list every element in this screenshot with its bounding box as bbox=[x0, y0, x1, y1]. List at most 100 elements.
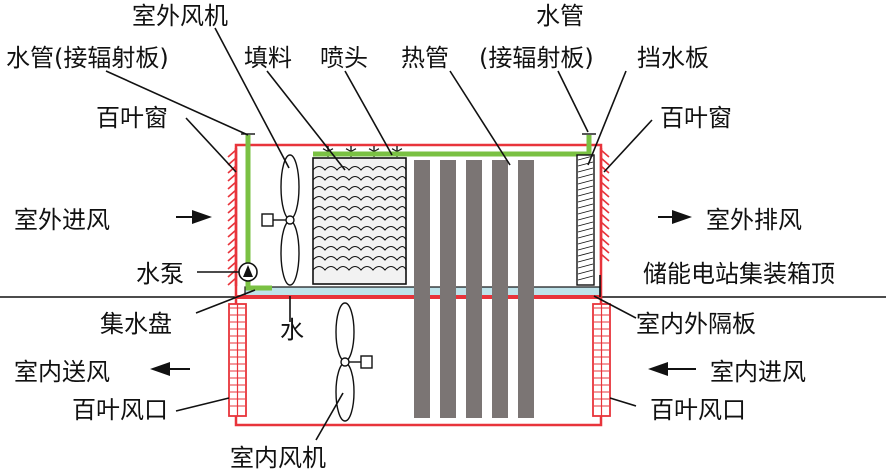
label-outdoor-fan: 室外风机 bbox=[132, 2, 228, 30]
louver-slat bbox=[600, 245, 610, 254]
louver-slat bbox=[227, 237, 237, 246]
baffle-hatch bbox=[577, 239, 594, 245]
louver-slat bbox=[600, 221, 610, 230]
pump-icon bbox=[238, 262, 258, 282]
label-water-tray: 集水盘 bbox=[100, 310, 172, 338]
label-outdoor-air-out: 室外排风 bbox=[706, 206, 802, 234]
baffle-hatch bbox=[577, 185, 594, 191]
louver-slat bbox=[227, 205, 237, 214]
grille-left bbox=[228, 303, 247, 417]
louver-slat bbox=[600, 253, 610, 262]
baffle-hatch bbox=[577, 251, 594, 257]
louver-slat bbox=[227, 181, 237, 190]
louver-slat bbox=[227, 269, 237, 278]
packing-wave bbox=[312, 205, 407, 211]
louver-slat bbox=[227, 245, 237, 254]
baffle-hatch bbox=[577, 197, 594, 203]
packing-wave bbox=[312, 195, 407, 201]
louver-slat bbox=[227, 229, 237, 238]
baffle-hatch bbox=[577, 161, 594, 167]
baffle-hatch bbox=[577, 203, 594, 209]
baffle-hatch bbox=[577, 191, 594, 197]
baffle-hatch bbox=[577, 155, 594, 161]
louver-right bbox=[599, 148, 610, 262]
arrow-right-icon bbox=[658, 210, 692, 224]
packing-wave bbox=[312, 215, 407, 221]
indoor-motor-icon bbox=[360, 355, 373, 369]
louver-slat bbox=[600, 165, 610, 174]
label-water-pipe-left: 水管(接辐射板) bbox=[6, 44, 169, 72]
label-nozzle: 喷头 bbox=[320, 44, 368, 72]
louver-slat bbox=[600, 157, 610, 166]
packing-wave bbox=[312, 255, 407, 261]
label-indoor-supply: 室内送风 bbox=[14, 358, 110, 386]
grille-right bbox=[592, 303, 611, 417]
packing-wave bbox=[312, 225, 407, 231]
louver-slat bbox=[600, 213, 610, 222]
packing-wave bbox=[312, 175, 407, 181]
louver-slat bbox=[227, 221, 237, 230]
baffle-hatch bbox=[577, 269, 594, 275]
louver-slat bbox=[600, 237, 610, 246]
heat-pipes bbox=[414, 160, 534, 418]
label-pump: 水泵 bbox=[136, 260, 184, 288]
louver-slat bbox=[227, 253, 237, 262]
louver-slat bbox=[227, 277, 237, 286]
arrow-left-icon bbox=[150, 362, 190, 376]
outdoor-fan-icon bbox=[261, 154, 300, 286]
baffle-hatch bbox=[577, 221, 594, 227]
packing-wave bbox=[312, 165, 407, 171]
louver-slat bbox=[600, 197, 610, 206]
label-partition: 室内外隔板 bbox=[636, 310, 756, 338]
louver-slat bbox=[227, 173, 237, 182]
label-grille-left: 百叶风口 bbox=[72, 396, 168, 424]
baffle-hatch bbox=[577, 179, 594, 185]
label-indoor-fan: 室内风机 bbox=[230, 444, 326, 471]
label-water-pipe-right-1: 水管 bbox=[536, 2, 584, 30]
label-louver-left: 百叶窗 bbox=[96, 104, 168, 132]
label-indoor-return: 室内进风 bbox=[710, 358, 806, 386]
baffle-hatch bbox=[577, 245, 594, 251]
louver-slat bbox=[227, 149, 237, 158]
outdoor-motor-icon bbox=[261, 213, 274, 227]
baffle-hatch bbox=[577, 173, 594, 179]
baffle-hatch bbox=[577, 209, 594, 215]
packing-wave bbox=[312, 265, 407, 271]
label-container-top: 储能电站集装箱顶 bbox=[643, 260, 835, 288]
baffle-hatch bbox=[577, 275, 594, 281]
louver-slat bbox=[227, 261, 237, 270]
packing-wave bbox=[312, 235, 407, 241]
label-outdoor-air-in: 室外进风 bbox=[14, 206, 110, 234]
packing-wave bbox=[312, 185, 407, 191]
baffle-hatch bbox=[577, 227, 594, 233]
baffle-hatch bbox=[577, 167, 594, 173]
louver-slat bbox=[600, 229, 610, 238]
louver-slat bbox=[227, 213, 237, 222]
label-louver-right: 百叶窗 bbox=[660, 104, 732, 132]
baffle-hatch bbox=[577, 257, 594, 263]
label-water: 水 bbox=[280, 316, 304, 344]
louver-slat bbox=[600, 173, 610, 182]
louver-slat bbox=[600, 149, 610, 158]
baffle-hatch bbox=[577, 233, 594, 239]
packing-block bbox=[312, 157, 407, 285]
louver-slat bbox=[227, 189, 237, 198]
label-water-baffle: 挡水板 bbox=[637, 44, 709, 72]
louver-slat bbox=[600, 189, 610, 198]
baffle-hatch bbox=[577, 263, 594, 269]
louver-slat bbox=[227, 165, 237, 174]
louver-slat bbox=[600, 205, 610, 214]
louver-slat bbox=[600, 181, 610, 190]
packing-wave bbox=[312, 245, 407, 251]
baffle-hatch bbox=[577, 215, 594, 221]
label-heat-pipe: 热管 bbox=[401, 44, 449, 72]
leader-lines bbox=[105, 27, 653, 441]
water-baffle bbox=[576, 154, 595, 286]
louver-slat bbox=[227, 197, 237, 206]
arrow-right-icon bbox=[176, 210, 212, 224]
arrow-left-icon bbox=[648, 362, 696, 376]
label-packing: 填料 bbox=[244, 44, 292, 72]
label-water-pipe-right-2: (接辐射板) bbox=[479, 44, 594, 72]
indoor-fan-icon bbox=[335, 302, 373, 422]
